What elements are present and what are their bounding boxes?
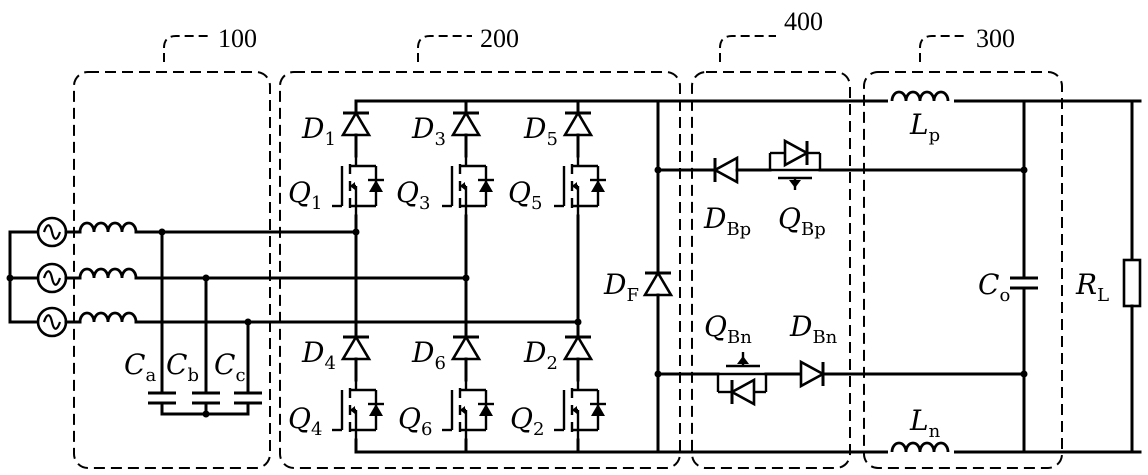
output-filter: [888, 86, 1142, 464]
label-d3: D3: [411, 112, 446, 150]
diode-dbn: [799, 360, 825, 388]
label-d1: D1: [301, 112, 336, 150]
label-q1: Q1: [288, 176, 322, 214]
block-200: 200: [279, 24, 681, 469]
component-labels: D1 D3 D5 Q1 Q3 Q5 D4 D6 D2 Q4 Q6 Q2 Ca C…: [124, 108, 1109, 442]
block-400-label: 400: [784, 7, 823, 36]
resistor-rl: [1122, 258, 1142, 308]
diode-df: [643, 99, 673, 454]
label-dbp: DBp: [703, 202, 751, 240]
label-d6: D6: [411, 336, 446, 374]
rectifier-bridge: [330, 99, 1142, 454]
diode-dbp: [713, 156, 739, 184]
leg-2: [440, 99, 496, 454]
label-df: DF: [603, 268, 639, 306]
block-300: 300: [863, 24, 1063, 469]
leg-1: [330, 99, 386, 454]
input-stage: [6, 216, 580, 418]
label-ca: Ca: [124, 348, 156, 386]
label-dbn: DBn: [789, 310, 838, 348]
block-400: 400: [691, 7, 851, 469]
switch-qbp: [768, 139, 822, 190]
leg-3: [552, 99, 608, 454]
label-qbn: QBn: [704, 310, 752, 348]
label-co: Co: [978, 268, 1010, 306]
label-d4: D4: [301, 336, 336, 374]
label-qbp: QBp: [778, 202, 826, 240]
input-inductor-a: [78, 221, 138, 234]
label-q4: Q4: [288, 402, 322, 440]
label-q3: Q3: [396, 176, 430, 214]
label-cc: Cc: [214, 348, 246, 386]
block-300-label: 300: [976, 24, 1015, 53]
label-q6: Q6: [398, 402, 432, 440]
label-ln: Ln: [909, 404, 941, 442]
label-d5: D5: [523, 112, 558, 150]
input-inductor-b: [78, 267, 138, 280]
ac-source-a: [36, 216, 68, 248]
block-100-label: 100: [218, 24, 257, 53]
block-200-label: 200: [480, 24, 519, 53]
block-100: 100: [73, 24, 271, 469]
label-rl: RL: [1075, 268, 1109, 306]
label-d2: D2: [523, 336, 558, 374]
label-lp: Lp: [909, 108, 940, 146]
ac-source-c: [36, 306, 68, 338]
input-inductor-c: [78, 311, 138, 324]
label-cb: Cb: [166, 348, 199, 386]
label-q5: Q5: [508, 176, 542, 214]
switch-qbn: [716, 352, 768, 406]
ac-source-b: [36, 262, 68, 294]
label-q2: Q2: [510, 402, 544, 440]
bypass-network: [654, 139, 1026, 406]
